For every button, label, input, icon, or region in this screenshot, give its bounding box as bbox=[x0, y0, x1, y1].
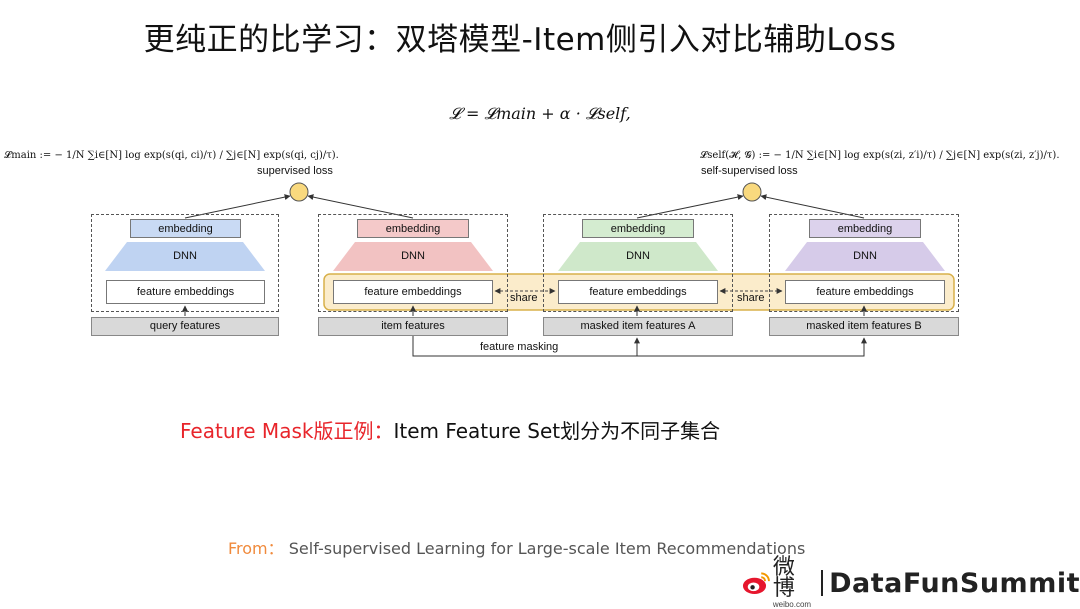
feature-masking-label: feature masking bbox=[480, 341, 559, 353]
feature-masking-connector bbox=[412, 336, 867, 357]
input-masked-item-features-b: masked item features B bbox=[769, 317, 959, 336]
caption-rest: Item Feature Set划分为不同子集合 bbox=[393, 419, 721, 443]
share-label-1: share bbox=[510, 292, 538, 304]
share-label-2: share bbox=[737, 292, 765, 304]
total-loss-formula: 𝓛 = 𝓛main + α · 𝓛self, bbox=[449, 104, 631, 123]
weibo-logo-icon bbox=[742, 572, 770, 595]
dnn-trapezoid-maskA bbox=[558, 242, 718, 271]
embedding-box-item: embedding bbox=[357, 219, 469, 238]
dnn-label-maskB: DNN bbox=[853, 250, 877, 262]
embedding-box-maskB: embedding bbox=[809, 219, 921, 238]
datafunsummit-logo: DataFunSummit bbox=[829, 567, 1080, 599]
caption: Feature Mask版正例：Item Feature Set划分为不同子集合 bbox=[180, 415, 720, 444]
tower-box-maskB bbox=[769, 214, 959, 312]
weibo-wordmark: 微博 weibo.com bbox=[772, 554, 815, 609]
dnn-trapezoid-item bbox=[333, 242, 493, 271]
feature-embeddings-query: feature embeddings bbox=[106, 280, 265, 304]
supervised-loss-node bbox=[289, 182, 309, 202]
source-text: Self-supervised Learning for Large-scale… bbox=[288, 539, 806, 558]
tower-box-query bbox=[91, 214, 279, 312]
source-prefix: From： bbox=[228, 539, 284, 558]
self-supervised-loss-label: self-supervised loss bbox=[701, 165, 798, 177]
dnn-trapezoid-maskB bbox=[785, 242, 945, 271]
feature-embeddings-maskA: feature embeddings bbox=[558, 280, 718, 304]
dnn-label-maskA: DNN bbox=[626, 250, 650, 262]
dnn-trapezoid-query bbox=[105, 242, 265, 271]
input-masked-item-features-a: masked item features A bbox=[543, 317, 733, 336]
weibo-text: 微博 bbox=[772, 554, 795, 601]
brand-separator bbox=[821, 570, 824, 596]
tower-box-maskA bbox=[543, 214, 733, 312]
page-title: 更纯正的比学习：双塔模型-Item侧引入对比辅助Loss bbox=[143, 22, 897, 58]
embedding-box-query: embedding bbox=[130, 219, 241, 238]
source-citation: From： Self-supervised Learning for Large… bbox=[228, 535, 805, 559]
dnn-label-query: DNN bbox=[173, 250, 197, 262]
supervised-loss-label: supervised loss bbox=[257, 165, 333, 177]
tower-box-item bbox=[318, 214, 508, 312]
weibo-domain: weibo.com bbox=[772, 599, 812, 609]
dnn-label-item: DNN bbox=[401, 250, 425, 262]
self-loss-formula: 𝓛self(𝓗, 𝓖) := − 1/N ∑i∈[N] log exp(s(zi… bbox=[700, 150, 1060, 161]
feature-embeddings-maskB: feature embeddings bbox=[785, 280, 945, 304]
caption-highlight: Feature Mask版正例： bbox=[180, 419, 394, 443]
feature-embeddings-item: feature embeddings bbox=[333, 280, 493, 304]
self-supervised-loss-node bbox=[742, 182, 762, 202]
input-query-features: query features bbox=[91, 317, 279, 336]
embedding-box-maskA: embedding bbox=[582, 219, 694, 238]
input-item-features: item features bbox=[318, 317, 508, 336]
main-loss-formula: 𝓛main := − 1/N ∑i∈[N] log exp(s(qi, ci)/… bbox=[4, 150, 339, 161]
brand-footer: 微博 weibo.com DataFunSummit bbox=[742, 556, 1080, 609]
